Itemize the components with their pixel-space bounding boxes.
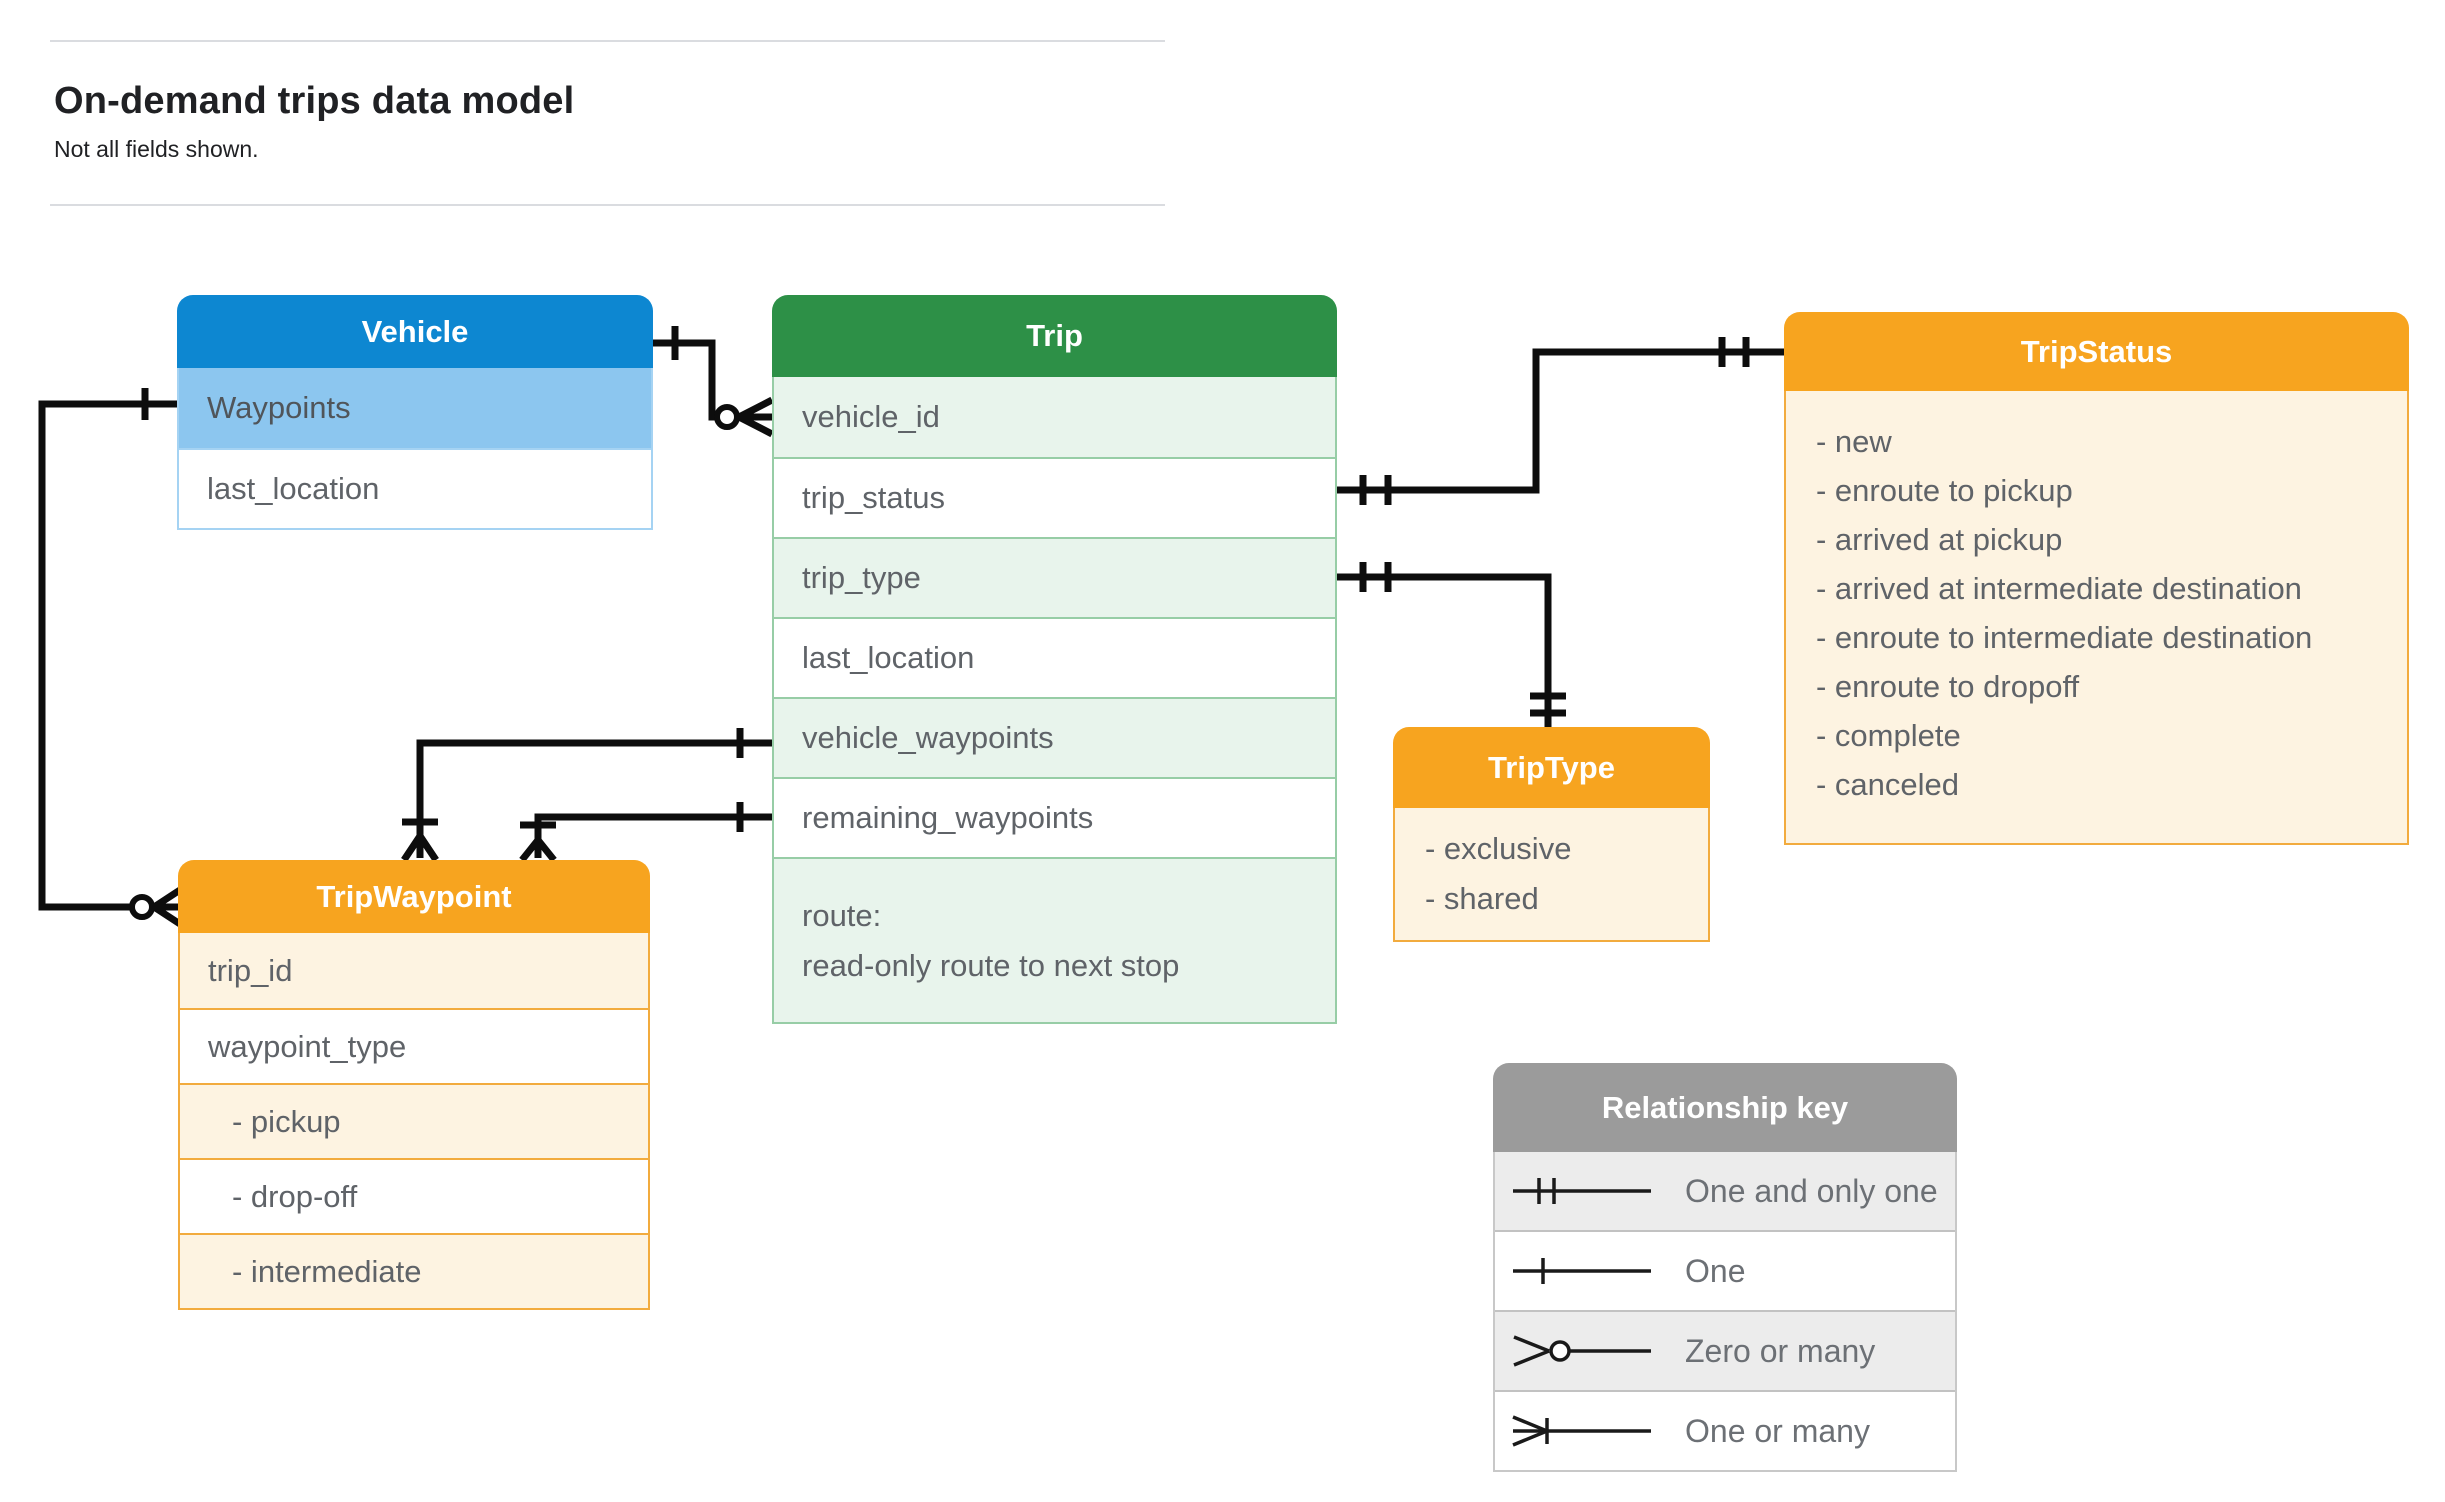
table-row: trip_id (180, 933, 648, 1008)
enum-value: - arrived at intermediate destination (1816, 571, 2302, 606)
enum-value: - enroute to pickup (1816, 473, 2073, 508)
crow-foot (152, 887, 182, 927)
trip-triptype-line (1337, 573, 1552, 727)
vehicle-waypoints-line (416, 739, 772, 858)
legend-label: One and only one (1685, 1172, 1938, 1209)
table-row: waypoint_type (180, 1008, 648, 1083)
relationship-key-body: One and only one One Zero or many One or… (1493, 1152, 1957, 1472)
entity-tripstatus-header: TripStatus (1784, 312, 2409, 391)
enum-value: - new (1816, 424, 1892, 459)
entity-vehicle-header: Vehicle (177, 295, 653, 368)
legend-row: One and only one (1495, 1152, 1955, 1230)
table-row: trip_type (774, 537, 1335, 617)
table-row-route: route: read-only route to next stop (774, 857, 1335, 1022)
page-subtitle: Not all fields shown. (54, 136, 259, 162)
enum-value: - exclusive (1425, 831, 1572, 866)
entity-triptype-body: - exclusive - shared (1393, 808, 1710, 942)
crow-foot (401, 834, 439, 862)
table-row: last_location (774, 617, 1335, 697)
vehicle-tripwaypoint-line (38, 400, 177, 911)
table-row: vehicle_id (774, 377, 1335, 457)
entity-trip: Trip vehicle_id trip_status trip_type la… (772, 295, 1337, 1024)
vehicle-trip-line (653, 339, 716, 421)
entity-tripstatus-body: - new - enroute to pickup - arrived at p… (1784, 391, 2409, 845)
entity-tripwaypoint-header: TripWaypoint (178, 860, 650, 933)
zero-or-many-icon (1513, 1335, 1651, 1367)
enum-value: - arrived at pickup (1816, 522, 2063, 557)
one-icon (1513, 1258, 1651, 1284)
table-row: last_location (179, 448, 651, 528)
one-or-many-icon (1512, 1415, 1651, 1447)
table-row: - pickup (180, 1083, 648, 1158)
entity-vehicle: Vehicle Waypoints last_location (177, 295, 653, 530)
enum-value: - shared (1425, 881, 1539, 916)
legend-row: Zero or many (1495, 1310, 1955, 1390)
one-and-only-one-icon (1513, 1178, 1651, 1204)
table-row: vehicle_waypoints (774, 697, 1335, 777)
relationship-key-header: Relationship key (1493, 1063, 1957, 1152)
legend-row: One (1495, 1230, 1955, 1310)
enum-value: - enroute to intermediate destination (1816, 620, 2313, 655)
route-description: read-only route to next stop (802, 947, 1180, 983)
table-row: trip_status (774, 457, 1335, 537)
entity-triptype-header: TripType (1393, 727, 1710, 808)
legend-label: One or many (1685, 1412, 1870, 1449)
entity-tripwaypoint: TripWaypoint trip_id waypoint_type - pic… (178, 860, 650, 1310)
table-row: - intermediate (180, 1233, 648, 1308)
relationship-key: Relationship key One and only one One Ze… (1493, 1063, 1957, 1472)
page-title: On-demand trips data model (54, 80, 575, 122)
crow-foot (737, 396, 774, 438)
entity-trip-header: Trip (772, 295, 1337, 377)
trip-tripstatus-line (1337, 348, 1784, 494)
table-row: Waypoints (179, 368, 651, 448)
legend-row: One or many (1495, 1390, 1955, 1470)
table-row: - drop-off (180, 1158, 648, 1233)
enum-value: - complete (1816, 718, 1961, 753)
divider-bottom (50, 204, 1165, 206)
zero-circle (714, 404, 740, 430)
entity-triptype: TripType - exclusive - shared (1393, 727, 1710, 942)
entity-trip-body: vehicle_id trip_status trip_type last_lo… (772, 377, 1337, 1024)
legend-label: Zero or many (1685, 1332, 1876, 1369)
crow-foot (519, 837, 557, 863)
table-row: remaining_waypoints (774, 777, 1335, 857)
entity-tripwaypoint-body: trip_id waypoint_type - pickup - drop-of… (178, 933, 650, 1310)
zero-circle (129, 894, 155, 920)
enum-value: - enroute to dropoff (1816, 669, 2080, 704)
divider-top (50, 40, 1165, 42)
entity-vehicle-body: Waypoints last_location (177, 368, 653, 530)
legend-label: One (1685, 1252, 1746, 1289)
enum-value: - canceled (1816, 767, 1960, 802)
entity-tripstatus: TripStatus - new - enroute to pickup - a… (1784, 312, 2409, 845)
route-label: route: (802, 897, 882, 933)
